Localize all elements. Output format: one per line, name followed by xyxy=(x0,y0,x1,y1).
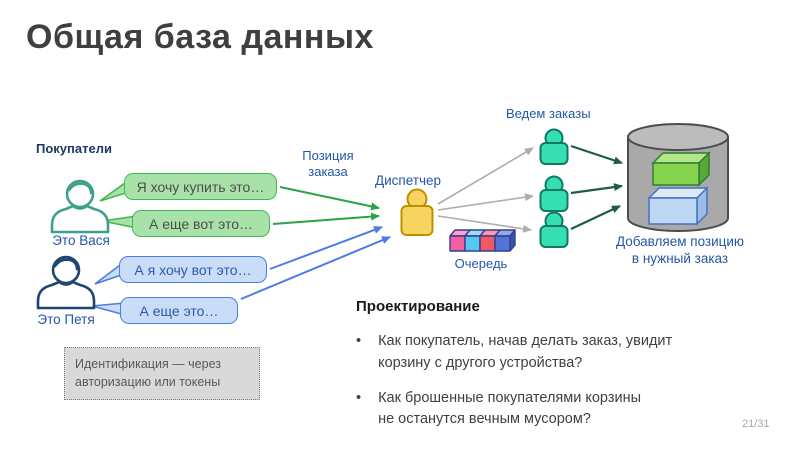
db-green-box-icon xyxy=(651,151,711,187)
database-cylinder-icon xyxy=(627,123,729,232)
page-number: 21/31 xyxy=(742,418,770,430)
dispatcher-label: Диспетчер xyxy=(375,173,442,188)
speech-bubble-petya-1: А я хочу вот это… xyxy=(119,256,267,283)
design-bullet: • Как покупатель, начав делать заказ, ув… xyxy=(356,331,766,375)
order-arrow xyxy=(279,186,380,211)
speech-bubble-vasya-1: Я хочу купить это… xyxy=(124,173,277,200)
db-write-arrow xyxy=(570,205,621,230)
design-section: Проектирование • Как покупатель, начав д… xyxy=(356,298,766,444)
db-write-arrow xyxy=(570,183,623,195)
slide-title: Общая база данных xyxy=(26,18,374,56)
order-arrow xyxy=(240,236,391,300)
order-item-label: Позиция заказа xyxy=(302,148,354,179)
dispatch-arrow xyxy=(437,147,534,205)
design-heading: Проектирование xyxy=(356,298,480,315)
worker-icon xyxy=(539,128,569,165)
bullet-marker: • xyxy=(356,389,362,406)
buyer-vasya-icon xyxy=(50,179,110,234)
bullet-text: Как брошенные покупателями корзины не ос… xyxy=(378,389,642,428)
order-arrow xyxy=(269,226,383,270)
order-arrow xyxy=(272,212,380,225)
db-write-arrow xyxy=(570,144,623,165)
queue-cubes-icon xyxy=(449,229,516,252)
buyers-heading: Покупатели xyxy=(36,141,112,156)
identification-note: Идентификация — через авторизацию или то… xyxy=(64,347,260,400)
dispatch-arrow xyxy=(437,215,532,233)
speech-bubble-petya-2: А еще это… xyxy=(120,297,238,324)
database-label: Добавляем позицию в нужный заказ xyxy=(615,234,745,266)
speech-bubble-vasya-2: А еще вот это… xyxy=(132,210,270,237)
bullet-marker: • xyxy=(356,333,362,349)
design-bullet: • Как брошенные покупателями корзины не … xyxy=(356,388,766,432)
bullet-text: Как покупатель, начав делать заказ, увид… xyxy=(378,333,673,371)
buyer-petya-icon xyxy=(36,255,96,310)
db-blue-box-icon xyxy=(647,186,709,226)
queue-label: Очередь xyxy=(454,256,508,271)
workers-label: Ведем заказы xyxy=(506,106,591,121)
worker-icon xyxy=(539,175,569,212)
buyer-vasya-label: Это Вася xyxy=(52,233,110,248)
buyer-petya-label: Это Петя xyxy=(37,312,95,327)
dispatch-arrow xyxy=(437,193,534,211)
dispatcher-icon xyxy=(400,188,434,236)
worker-icon xyxy=(539,211,569,248)
